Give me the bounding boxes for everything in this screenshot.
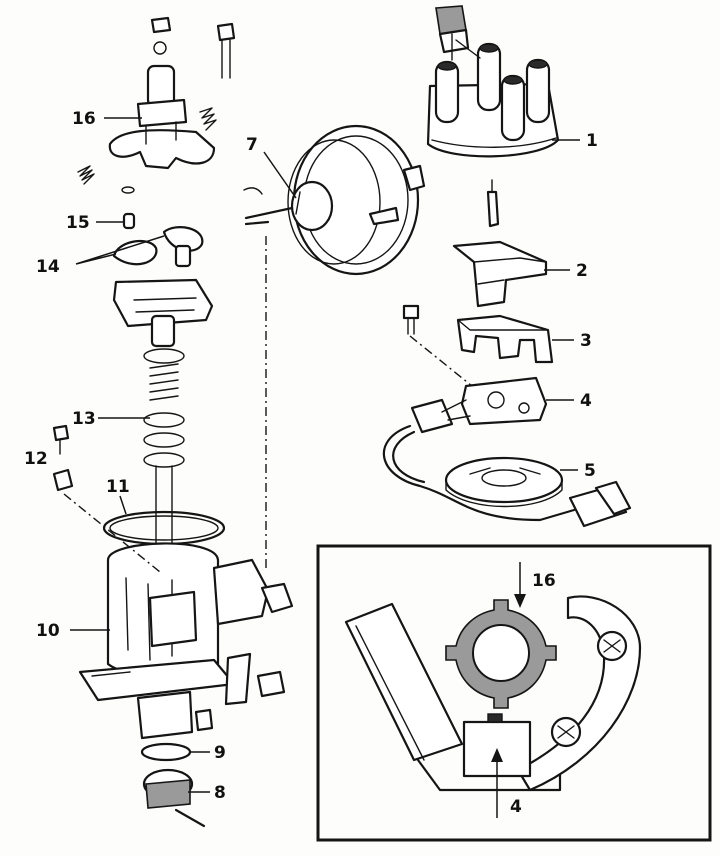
- inset-signal-rotor: [445, 599, 557, 709]
- callout-9: 9: [214, 743, 226, 763]
- vacuum-advancer: [243, 124, 426, 276]
- alignment-line-screw: [63, 493, 161, 573]
- callout-11: 11: [106, 477, 130, 497]
- alignment-line-igniter: [409, 335, 473, 387]
- inset-callout-4: 4: [510, 797, 522, 817]
- callout-10: 10: [36, 621, 60, 641]
- callout-7: 7: [246, 135, 258, 155]
- distributor-cap: [426, 5, 560, 228]
- inset-detail: 16 4: [316, 544, 712, 842]
- inset-screw-lower: [550, 716, 582, 748]
- callout-12: 12: [24, 449, 48, 469]
- governor-cam: [77, 16, 236, 194]
- callout-15: 15: [66, 213, 90, 233]
- distributor-housing: [78, 542, 294, 828]
- callout-13: 13: [72, 409, 96, 429]
- callout-14: 14: [36, 257, 60, 277]
- governor-weights: [112, 212, 204, 268]
- inset-screw-upper: [596, 630, 628, 662]
- inset-magnet-block: [344, 602, 464, 762]
- callout-1: 1: [586, 131, 598, 151]
- callout-16: 16: [72, 109, 96, 129]
- callout-2: 2: [576, 261, 588, 281]
- rotor: [452, 240, 548, 308]
- breaker-plate: [444, 456, 564, 508]
- callout-8: 8: [214, 783, 226, 803]
- o-ring-and-screw: [52, 424, 226, 546]
- dust-cover: [456, 314, 554, 364]
- callout-4: 4: [580, 391, 592, 411]
- callout-3: 3: [580, 331, 592, 351]
- inset-callout-16: 16: [532, 571, 556, 591]
- leader-lines: [70, 117, 580, 793]
- igniter-module: [382, 304, 632, 528]
- callout-5: 5: [584, 461, 596, 481]
